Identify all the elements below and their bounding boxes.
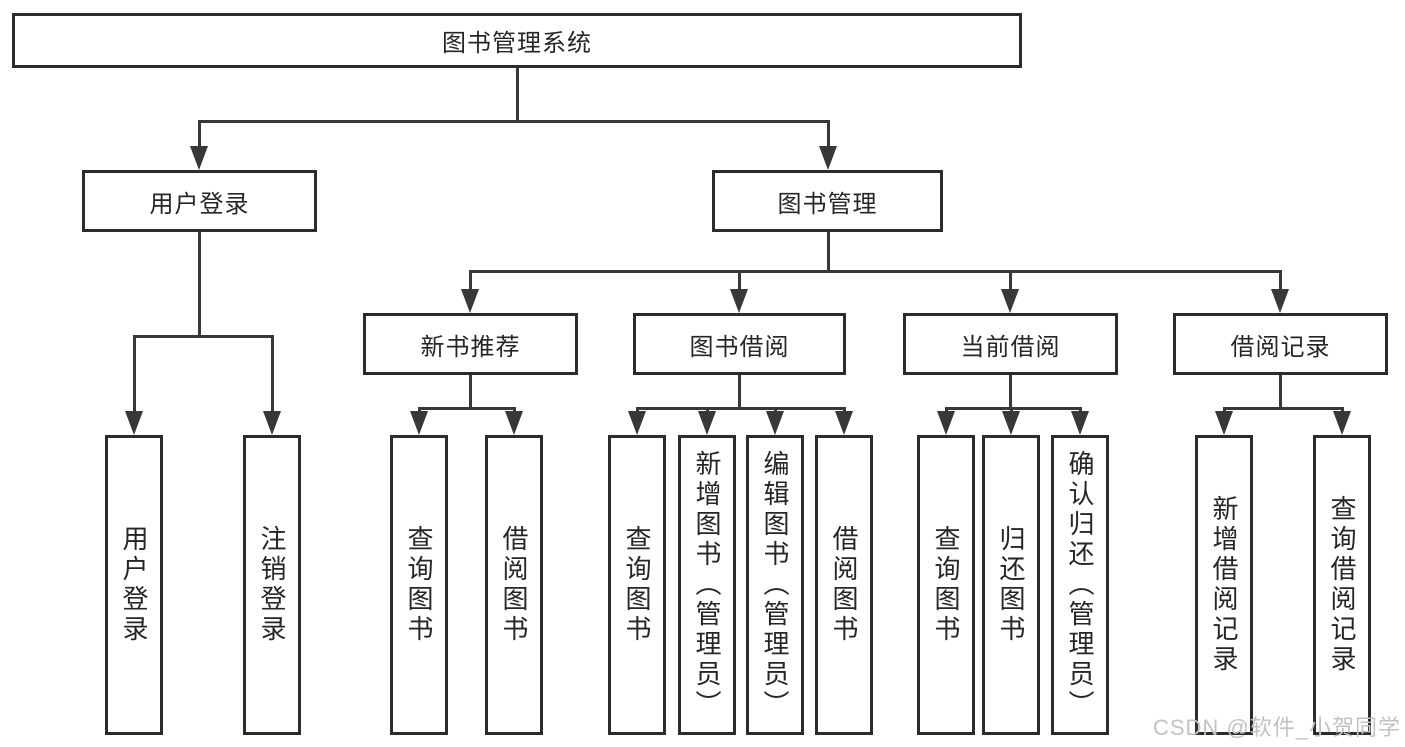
connector-line: [197, 120, 201, 150]
node-user-login-label: 用户登录: [149, 190, 250, 218]
leaf-confirm-return-admin-label: 确认归还（管理员）: [1065, 450, 1095, 720]
leaf-edit-book-admin: 编辑图书（管理员）: [746, 435, 804, 735]
leaf-query-books-borrow: 查询图书: [608, 435, 666, 735]
leaf-add-book-admin: 新增图书（管理员）: [678, 435, 736, 735]
leaf-confirm-return-admin: 确认归还（管理员）: [1051, 435, 1109, 735]
connector-line: [737, 270, 741, 293]
arrow-down-icon: [125, 411, 143, 435]
leaf-query-borrow-record-label: 查询借阅记录: [1327, 495, 1357, 675]
leaf-borrow-books-label: 借阅图书: [499, 525, 529, 645]
node-book-management: 图书管理: [712, 170, 943, 232]
node-current-borrow: 当前借阅: [903, 313, 1118, 375]
leaf-borrow-books-borrow: 借阅图书: [815, 435, 873, 735]
connector-book-borrow-trunk: [737, 375, 741, 409]
leaf-query-books-current: 查询图书: [917, 435, 975, 735]
leaf-borrow-books-label: 借阅图书: [829, 525, 859, 645]
connector-line: [1008, 270, 1012, 293]
leaf-logout: 注销登录: [243, 435, 301, 735]
arrow-down-icon: [698, 411, 716, 435]
connector-book-mgmt-trunk: [826, 232, 830, 273]
connector-line: [468, 270, 472, 293]
connector-user-login-bar: [132, 335, 274, 338]
arrow-down-icon: [1271, 289, 1289, 313]
connector-line: [270, 335, 274, 413]
leaf-query-books-label: 查询图书: [622, 525, 652, 645]
node-new-book-recommend: 新书推荐: [363, 313, 578, 375]
connector-user-login-trunk: [197, 232, 201, 338]
node-new-book-recommend-label: 新书推荐: [420, 333, 521, 361]
arrow-down-icon: [505, 411, 523, 435]
leaf-query-books-newbook: 查询图书: [390, 435, 448, 735]
arrow-down-icon: [1001, 289, 1019, 313]
connector-current-borrow-bar: [944, 407, 1082, 410]
leaf-edit-book-admin-label: 编辑图书（管理员）: [760, 450, 790, 720]
node-user-login: 用户登录: [82, 170, 317, 232]
connector-line: [826, 120, 830, 150]
leaf-add-borrow-record: 新增借阅记录: [1195, 435, 1253, 735]
leaf-logout-label: 注销登录: [257, 525, 287, 645]
leaf-add-borrow-record-label: 新增借阅记录: [1209, 495, 1239, 675]
connector-root-bar: [197, 120, 830, 123]
node-borrow-records: 借阅记录: [1173, 313, 1388, 375]
leaf-query-borrow-record: 查询借阅记录: [1313, 435, 1371, 735]
node-borrow-records-label: 借阅记录: [1230, 333, 1331, 361]
connector-current-borrow-trunk: [1008, 375, 1012, 409]
arrow-down-icon: [937, 411, 955, 435]
node-root: 图书管理系统: [12, 13, 1022, 68]
connector-borrow-record-trunk: [1278, 375, 1282, 409]
node-book-management-label: 图书管理: [777, 190, 878, 218]
leaf-query-books-label: 查询图书: [404, 525, 434, 645]
node-book-borrow: 图书借阅: [633, 313, 846, 375]
leaf-add-book-admin-label: 新增图书（管理员）: [692, 450, 722, 720]
connector-line: [1278, 270, 1282, 293]
arrow-down-icon: [1071, 411, 1089, 435]
arrow-down-icon: [410, 411, 428, 435]
arrow-down-icon: [835, 411, 853, 435]
node-root-label: 图书管理系统: [442, 30, 592, 57]
arrow-down-icon: [766, 411, 784, 435]
arrow-down-icon: [1333, 411, 1351, 435]
connector-new-book-trunk: [468, 375, 472, 409]
node-book-borrow-label: 图书借阅: [689, 333, 790, 361]
arrow-down-icon: [1002, 411, 1020, 435]
connector-book-mgmt-bar: [468, 270, 1282, 273]
arrow-down-icon: [1215, 411, 1233, 435]
arrow-down-icon: [190, 146, 208, 170]
leaf-user-login: 用户登录: [105, 435, 163, 735]
watermark: CSDN @软件_小贺同学: [1152, 715, 1401, 740]
arrow-down-icon: [730, 289, 748, 313]
leaf-query-books-label: 查询图书: [931, 525, 961, 645]
node-current-borrow-label: 当前借阅: [960, 333, 1061, 361]
connector-book-borrow-bar: [635, 407, 846, 410]
leaf-borrow-books-newbook: 借阅图书: [485, 435, 543, 735]
arrow-down-icon: [263, 411, 281, 435]
connector-new-book-bar: [417, 407, 516, 410]
connector-borrow-record-bar: [1222, 407, 1344, 410]
leaf-return-book-label: 归还图书: [996, 525, 1026, 645]
arrow-down-icon: [819, 146, 837, 170]
connector-line: [132, 335, 136, 413]
arrow-down-icon: [461, 289, 479, 313]
leaf-user-login-label: 用户登录: [119, 525, 149, 645]
connector-root-trunk: [515, 68, 519, 122]
arrow-down-icon: [628, 411, 646, 435]
leaf-return-book: 归还图书: [982, 435, 1040, 735]
